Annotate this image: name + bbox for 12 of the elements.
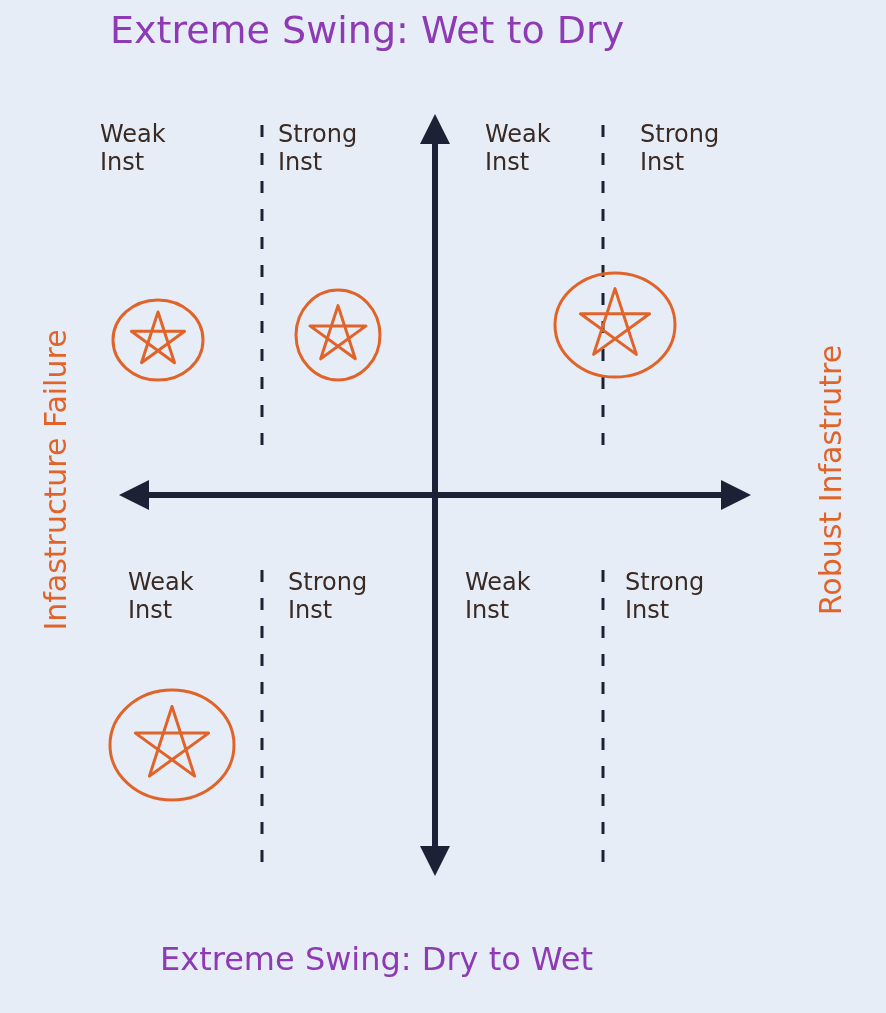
axis-label: Infastructure Failure (37, 329, 73, 631)
caption: Extreme Swing: Dry to Wet (160, 940, 593, 978)
quadrant-label: Weak Inst (100, 120, 167, 176)
axis-label: Robust Infastrutre (812, 344, 848, 616)
title: Extreme Swing: Wet to Dry (110, 8, 625, 52)
quadrant-label: Strong Inst (288, 568, 369, 624)
quadrant-label: Weak Inst (485, 120, 552, 176)
quadrant-label: Weak Inst (128, 568, 195, 624)
quadrant-label: Strong Inst (278, 120, 359, 176)
quadrant-label: Strong Inst (640, 120, 721, 176)
quadrant-label: Weak Inst (465, 568, 532, 624)
quadrant-label: Strong Inst (625, 568, 706, 624)
